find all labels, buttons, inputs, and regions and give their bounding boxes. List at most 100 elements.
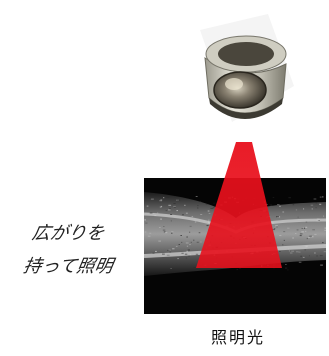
speckle-dot bbox=[319, 196, 322, 198]
speckle-dot bbox=[175, 245, 178, 247]
speckle-dot bbox=[298, 261, 302, 263]
speckle-dot bbox=[296, 251, 299, 253]
speckle-dot bbox=[184, 253, 188, 255]
speckle-dot bbox=[207, 210, 210, 212]
speckle-dot bbox=[169, 208, 171, 210]
speckle-dot bbox=[162, 253, 165, 255]
speckle-dot bbox=[324, 244, 326, 246]
speckle-dot bbox=[173, 203, 176, 204]
speckle-dot bbox=[322, 242, 324, 244]
speckle-dot bbox=[184, 204, 186, 206]
speckle-dot bbox=[170, 220, 172, 222]
speckle-dot bbox=[144, 219, 146, 221]
speckle-dot bbox=[167, 249, 170, 251]
speckle-dot bbox=[304, 249, 306, 251]
speckle-dot bbox=[152, 252, 155, 254]
speckle-dot bbox=[287, 248, 290, 250]
speckle-dot bbox=[285, 267, 288, 269]
speckle-dot bbox=[176, 199, 179, 201]
speckle-dot bbox=[283, 239, 285, 241]
speckle-dot bbox=[275, 225, 278, 227]
speckle-dot bbox=[163, 231, 166, 233]
speckle-dot bbox=[296, 229, 299, 231]
speckle-dot bbox=[191, 216, 194, 218]
speckle-dot bbox=[305, 221, 308, 223]
speckle-dot bbox=[239, 268, 241, 269]
speckle-dot bbox=[168, 249, 171, 251]
speckle-dot bbox=[319, 255, 323, 257]
speckle-dot bbox=[189, 253, 192, 255]
speckle-dot bbox=[170, 214, 173, 215]
speckle-dot bbox=[168, 204, 172, 206]
speckle-dot bbox=[161, 205, 163, 207]
lens-rim bbox=[209, 98, 283, 119]
speckle-dot bbox=[150, 198, 154, 200]
speckle-dot bbox=[301, 228, 304, 229]
speckle-dot bbox=[162, 229, 166, 231]
speckle-dot bbox=[166, 254, 170, 256]
speckle-dot bbox=[316, 255, 318, 257]
speckle-dot bbox=[205, 203, 209, 205]
speckle-dot bbox=[186, 245, 189, 247]
speckle-dot bbox=[287, 269, 289, 271]
speckle-dot bbox=[149, 232, 152, 234]
speckle-dot bbox=[186, 250, 188, 252]
speckle-dot bbox=[287, 227, 290, 229]
illumination-beam bbox=[196, 142, 282, 268]
speckle-dot bbox=[295, 209, 298, 211]
caption-line-2: 持って照明 bbox=[21, 256, 115, 277]
speckle-dot bbox=[304, 246, 308, 248]
lens-glass bbox=[213, 71, 267, 109]
speckle-dot bbox=[147, 235, 151, 237]
speckle-dot bbox=[185, 212, 188, 214]
speckle-dot bbox=[236, 269, 238, 271]
speckle-dot bbox=[177, 258, 179, 260]
speckle-dot bbox=[182, 214, 184, 216]
speckle-dot bbox=[163, 226, 165, 227]
speckle-dot bbox=[306, 238, 308, 240]
speckle-dot bbox=[302, 227, 304, 229]
speckle-dot bbox=[196, 241, 199, 243]
speckle-dot bbox=[315, 202, 318, 204]
speckle-dot bbox=[160, 218, 162, 220]
speckle-dot bbox=[282, 244, 284, 246]
speckle-dot bbox=[154, 215, 157, 216]
speckle-dot bbox=[324, 229, 326, 231]
speckle-dot bbox=[302, 256, 305, 258]
speckle-dot bbox=[273, 228, 276, 230]
lens-bore bbox=[218, 42, 274, 66]
speckle-dot bbox=[304, 227, 306, 229]
speckle-dot bbox=[323, 215, 325, 217]
speckle-dot bbox=[315, 207, 317, 209]
speckle-dot bbox=[200, 241, 202, 243]
speckle-dot bbox=[310, 236, 314, 238]
speckle-dot bbox=[166, 197, 170, 199]
speckle-dot bbox=[159, 227, 161, 228]
speckle-dot bbox=[174, 207, 176, 208]
lens-device bbox=[200, 14, 294, 122]
speckle-dot bbox=[159, 201, 161, 203]
speckle-dot bbox=[304, 230, 307, 232]
speckle-dot bbox=[177, 199, 181, 201]
illumination-light-label: 照明光 bbox=[210, 328, 265, 347]
speckle-dot bbox=[189, 244, 191, 246]
speckle-dot bbox=[189, 225, 192, 227]
speckle-dot bbox=[185, 257, 188, 259]
speckle-dot bbox=[306, 245, 308, 247]
speckle-dot bbox=[285, 264, 287, 265]
speckle-dot bbox=[195, 196, 198, 197]
lens-highlight bbox=[225, 78, 243, 90]
speckle-dot bbox=[297, 216, 299, 218]
speckle-dot bbox=[272, 197, 275, 198]
speckle-dot bbox=[155, 250, 157, 252]
speckle-dot bbox=[311, 208, 313, 210]
speckle-dot bbox=[300, 255, 302, 257]
speckle-dot bbox=[301, 231, 304, 233]
speckle-dot bbox=[197, 205, 199, 207]
speckle-dot bbox=[187, 249, 190, 251]
speckle-dot bbox=[181, 241, 183, 243]
speckle-dot bbox=[157, 212, 159, 214]
speckle-dot bbox=[316, 220, 319, 222]
speckle-dot bbox=[282, 211, 285, 213]
